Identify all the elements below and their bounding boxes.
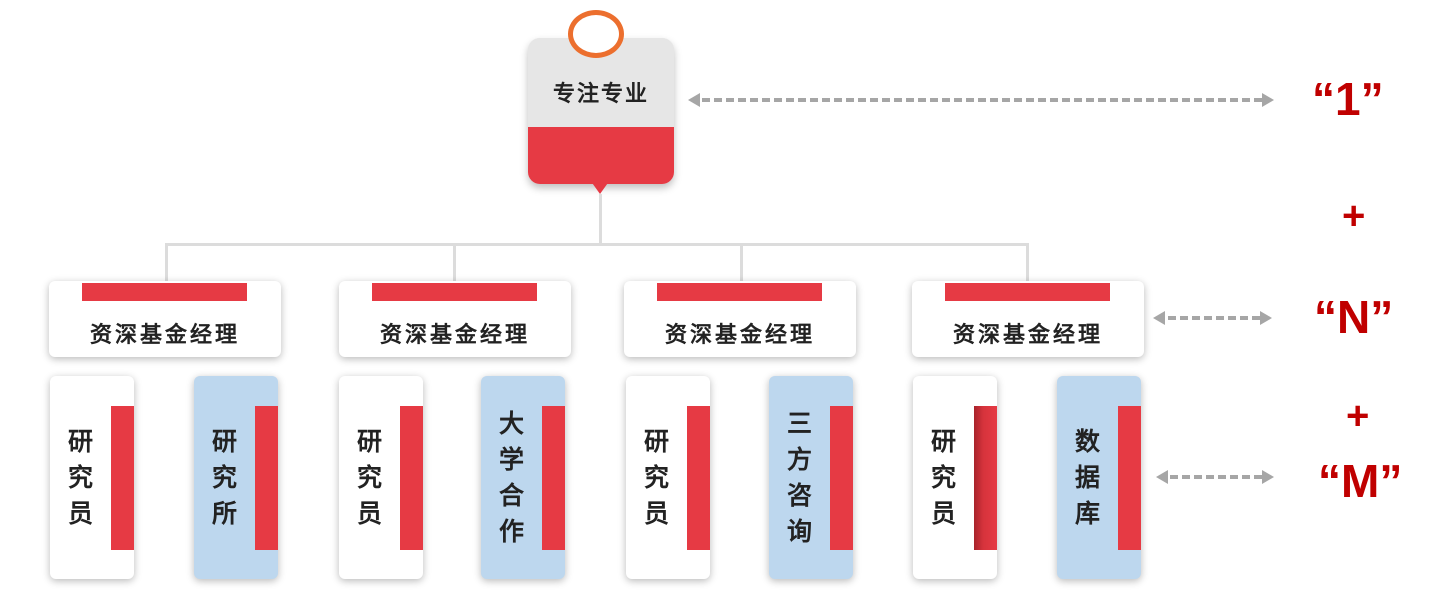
card-char: 研 xyxy=(930,426,956,456)
card-researcher-3: 研究员 xyxy=(626,376,710,579)
card-char: 员 xyxy=(930,498,956,528)
manager-label: 资深基金经理 xyxy=(664,323,815,348)
label-n: “N” xyxy=(1314,291,1394,343)
manager-box-4: 资深基金经理 xyxy=(912,281,1144,357)
card-char: 研 xyxy=(67,426,93,456)
manager-bar xyxy=(657,283,822,301)
card-researcher-4: 研究员 xyxy=(913,376,997,579)
card-char: 究 xyxy=(643,462,669,492)
top-node: 专注专业 xyxy=(528,38,674,184)
dashed-connector-3 xyxy=(1170,475,1262,479)
card-char: 研 xyxy=(643,426,669,456)
manager-bar xyxy=(372,283,537,301)
card-char: 究 xyxy=(211,462,237,492)
card-stripe xyxy=(400,406,423,550)
connector-branch-2 xyxy=(453,243,456,283)
card-char: 学 xyxy=(498,444,524,474)
card-char: 库 xyxy=(1074,498,1100,528)
card-researcher-2: 研究员 xyxy=(339,376,423,579)
plus-sign-1: + xyxy=(1342,194,1366,238)
card-text: 研究员 xyxy=(913,376,974,579)
orange-circle-icon xyxy=(568,10,624,58)
connector-horizontal xyxy=(165,243,1028,246)
card-char: 研 xyxy=(211,426,237,456)
card-database: 数据库 xyxy=(1057,376,1141,579)
card-third-party: 三方咨询 xyxy=(769,376,853,579)
card-stripe xyxy=(255,406,278,550)
top-node-pointer xyxy=(590,180,610,194)
label-m: “M” xyxy=(1318,455,1403,507)
card-university: 大学合作 xyxy=(481,376,565,579)
card-char: 方 xyxy=(786,444,812,474)
card-text: 三方咨询 xyxy=(769,376,830,579)
manager-box-3: 资深基金经理 xyxy=(624,281,856,357)
manager-label: 资深基金经理 xyxy=(952,323,1103,348)
card-stripe xyxy=(111,406,134,550)
connector-branch-3 xyxy=(740,243,743,283)
arrow-right-icon xyxy=(1262,93,1274,107)
manager-box-2: 资深基金经理 xyxy=(339,281,571,357)
card-char: 询 xyxy=(786,516,812,546)
label-one: “1” xyxy=(1312,73,1384,125)
arrow-left-icon xyxy=(1153,311,1165,325)
card-char: 据 xyxy=(1074,462,1100,492)
card-char: 所 xyxy=(211,498,237,528)
manager-label: 资深基金经理 xyxy=(89,323,240,348)
card-char: 员 xyxy=(356,498,382,528)
connector-trunk xyxy=(599,194,602,244)
card-researcher-1: 研究员 xyxy=(50,376,134,579)
card-char: 员 xyxy=(67,498,93,528)
manager-box-1: 资深基金经理 xyxy=(49,281,281,357)
card-stripe xyxy=(1118,406,1141,550)
arrow-right-icon xyxy=(1260,311,1272,325)
card-text: 研究员 xyxy=(339,376,400,579)
manager-label: 资深基金经理 xyxy=(379,323,530,348)
card-char: 研 xyxy=(356,426,382,456)
card-char: 三 xyxy=(786,408,812,438)
manager-bar xyxy=(945,283,1110,301)
card-char: 大 xyxy=(498,408,524,438)
card-char: 数 xyxy=(1074,426,1100,456)
arrow-left-icon xyxy=(688,93,700,107)
plus-sign-2: + xyxy=(1346,394,1370,438)
card-stripe xyxy=(687,406,710,550)
connector-branch-1 xyxy=(165,243,168,283)
card-text: 数据库 xyxy=(1057,376,1118,579)
arrow-right-icon xyxy=(1262,470,1274,484)
card-institute: 研究所 xyxy=(194,376,278,579)
card-char: 究 xyxy=(930,462,956,492)
card-text: 大学合作 xyxy=(481,376,542,579)
card-char: 合 xyxy=(498,480,524,510)
card-char: 咨 xyxy=(786,480,812,510)
card-text: 研究员 xyxy=(626,376,687,579)
arrow-left-icon xyxy=(1156,470,1168,484)
card-text: 研究所 xyxy=(194,376,255,579)
manager-bar xyxy=(82,283,247,301)
card-char: 究 xyxy=(356,462,382,492)
top-node-red-band xyxy=(528,127,674,184)
card-stripe xyxy=(974,406,997,550)
card-char: 作 xyxy=(498,516,524,546)
connector-branch-4 xyxy=(1026,243,1029,283)
dashed-connector-1 xyxy=(702,98,1262,102)
card-stripe xyxy=(830,406,853,550)
dashed-connector-2 xyxy=(1168,316,1260,320)
card-stripe xyxy=(542,406,565,550)
card-char: 究 xyxy=(67,462,93,492)
card-char: 员 xyxy=(643,498,669,528)
card-text: 研究员 xyxy=(50,376,111,579)
